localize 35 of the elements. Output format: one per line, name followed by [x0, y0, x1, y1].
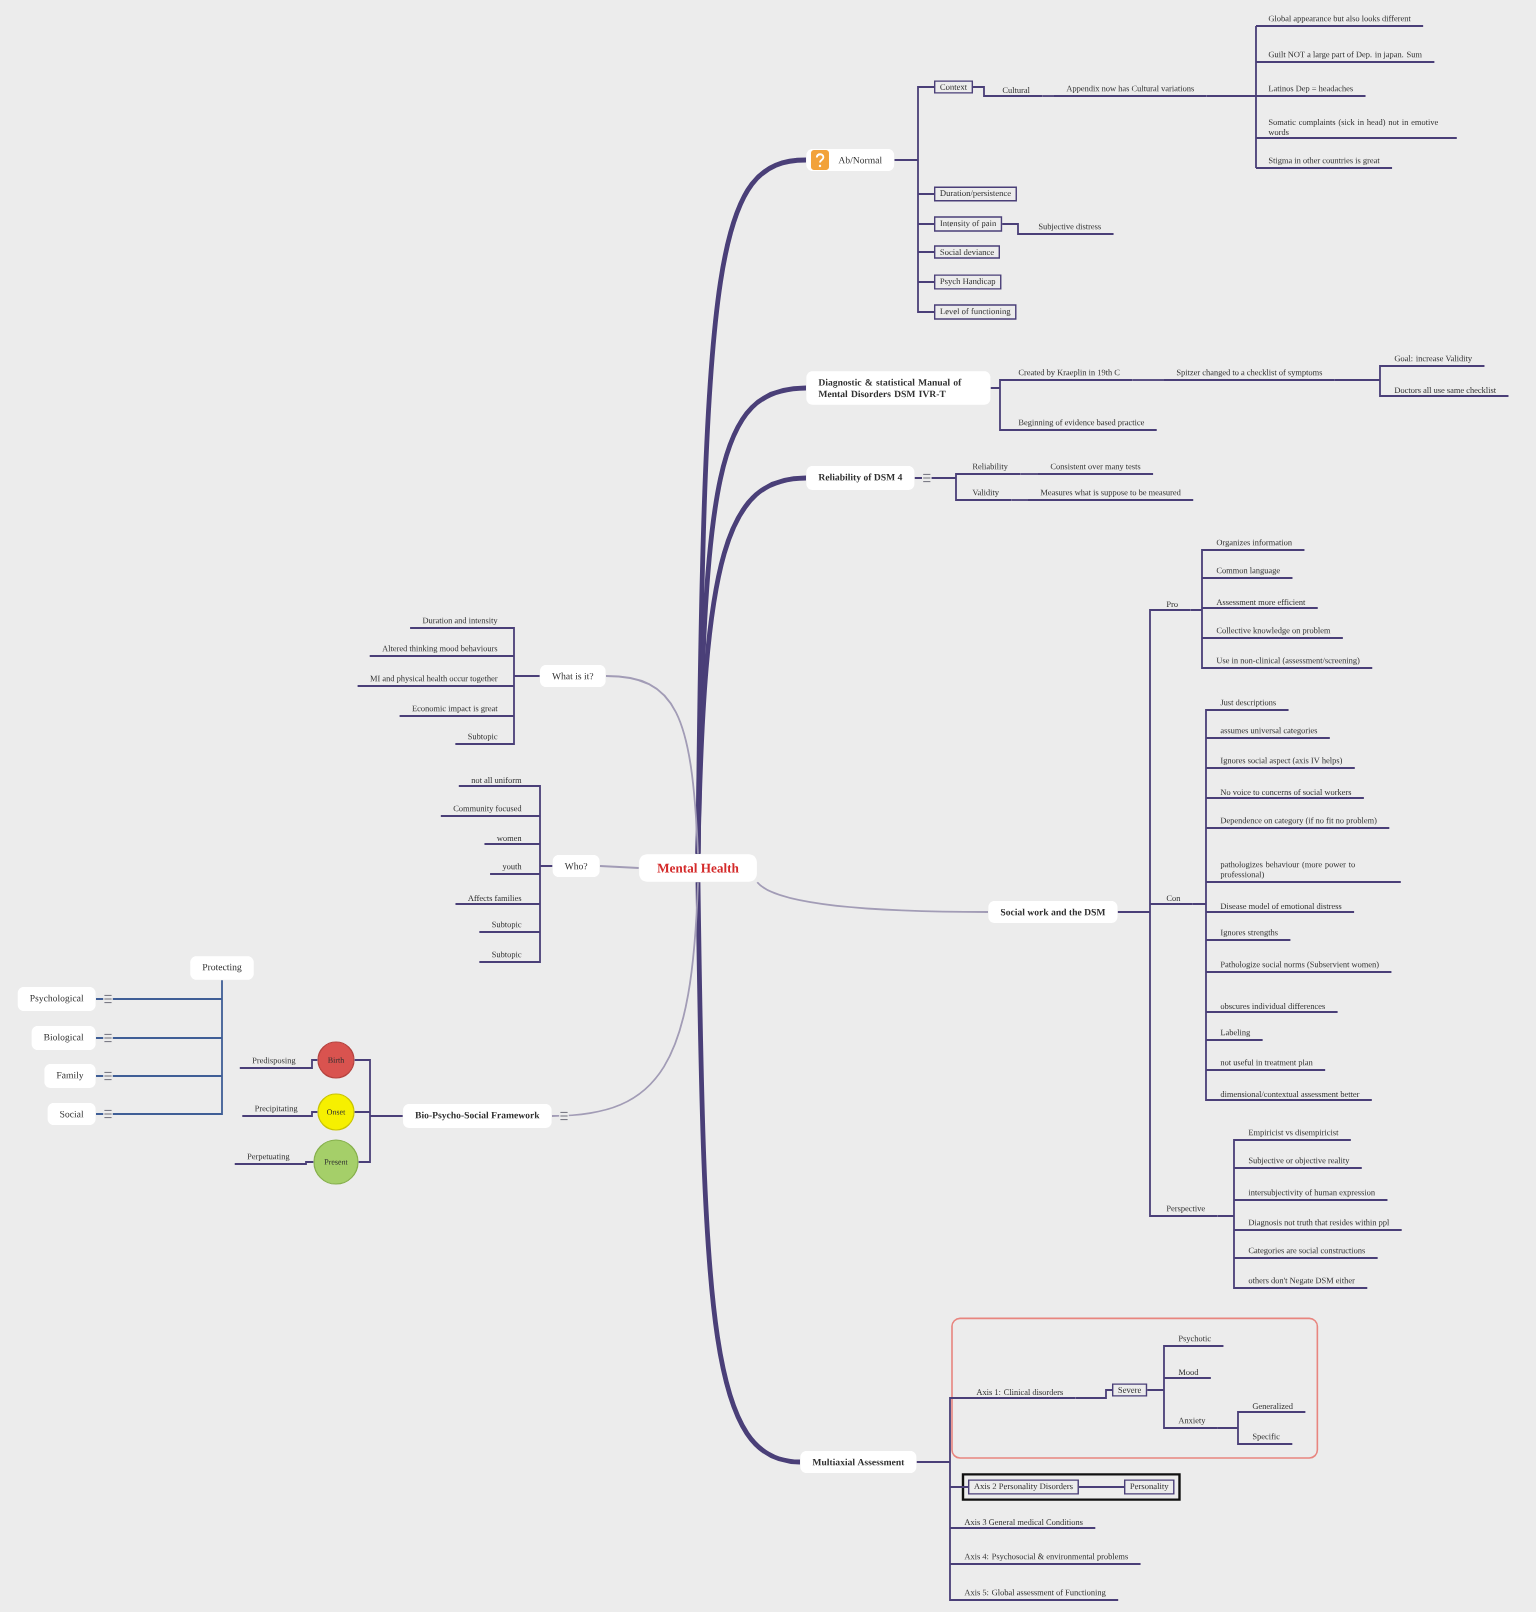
- branch-line: [1131, 379, 1165, 381]
- branch-line: [301, 1161, 315, 1165]
- branch-line: [915, 1397, 969, 1601]
- branch-line: [95, 979, 223, 1115]
- branch-curve: [695, 882, 801, 1465]
- branch-line: [1001, 223, 1027, 235]
- branch-line: [1191, 709, 1209, 1101]
- branch-line: [913, 473, 961, 501]
- branch-line: [1010, 499, 1029, 501]
- group-boundary: [961, 1473, 1181, 1501]
- branch-line: [1146, 1345, 1167, 1429]
- branch-line: [972, 86, 991, 97]
- branch-line: [1074, 1389, 1113, 1399]
- branch-line: [1116, 609, 1155, 1217]
- branch-line: [1333, 365, 1383, 397]
- branch-curve: [756, 881, 989, 913]
- branch-curve: [605, 675, 699, 855]
- branch-line: [309, 1111, 319, 1117]
- branch-line: [353, 1059, 404, 1163]
- branch-line: [307, 1059, 319, 1069]
- branch-line: [533, 785, 554, 963]
- branch-line: [893, 86, 935, 313]
- group-boundary: [951, 1317, 1319, 1459]
- branch-line: [1216, 1139, 1237, 1289]
- branch-curve: [599, 865, 640, 869]
- branch-line: [1189, 549, 1205, 669]
- branch-line: [1019, 473, 1039, 475]
- branch-line: [989, 379, 1007, 431]
- branch-line: [1041, 95, 1055, 97]
- branch-line: [1078, 1486, 1125, 1488]
- branch-curve: [551, 881, 699, 1117]
- branch-line: [509, 627, 541, 745]
- branch-line: [1205, 25, 1257, 169]
- branch-curve: [695, 475, 807, 854]
- branch-line: [1216, 1411, 1241, 1445]
